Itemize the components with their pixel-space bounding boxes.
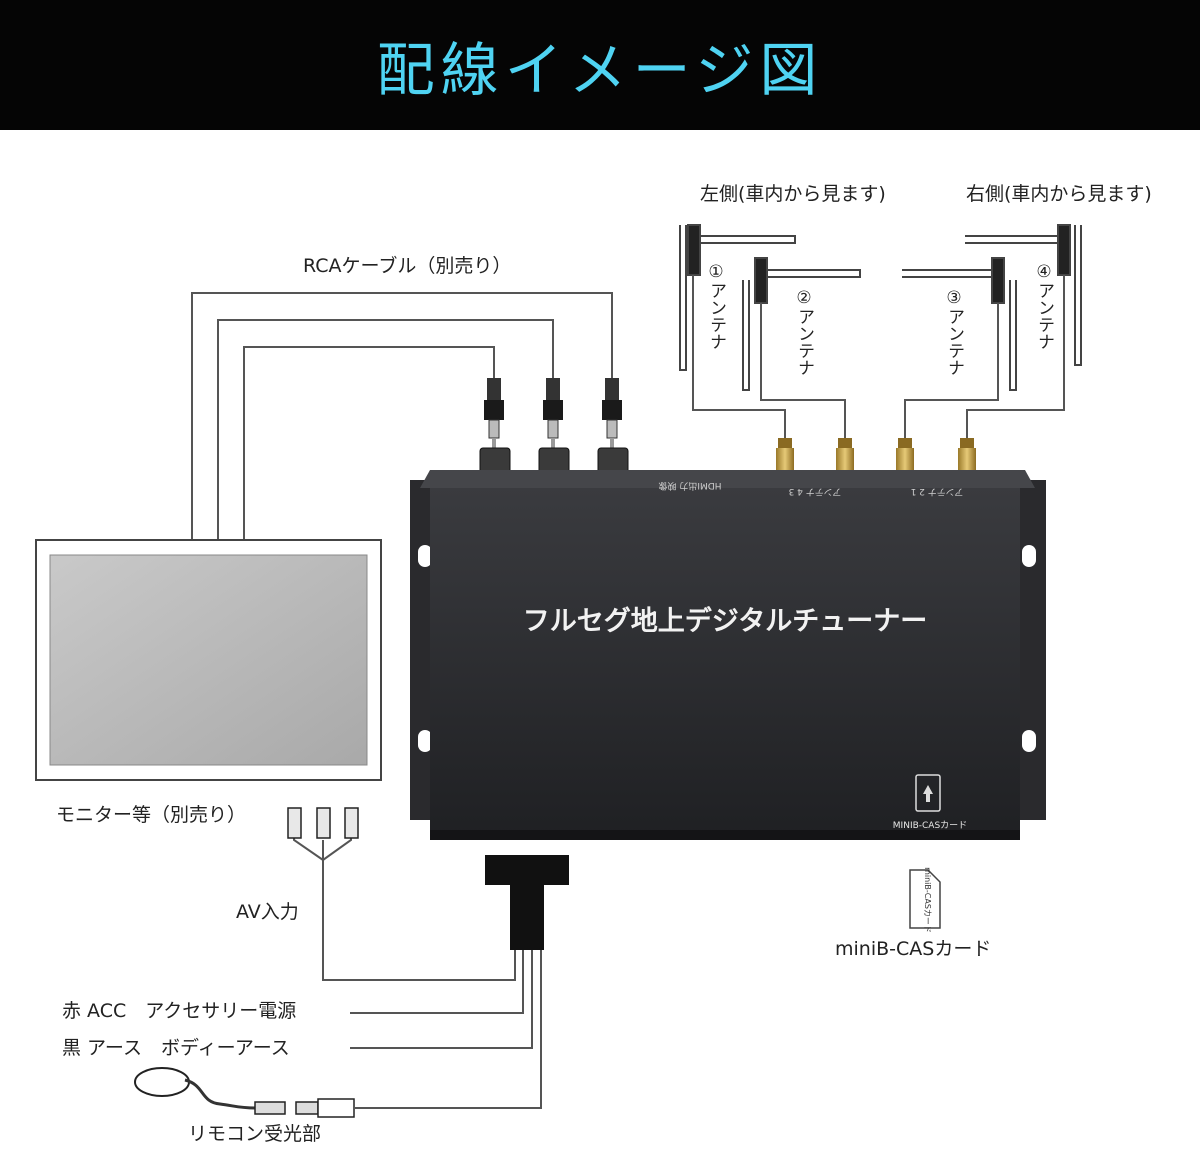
- device-slot-label: MINIB-CASカード: [893, 820, 967, 831]
- bcas-card: [909, 869, 941, 929]
- f-connector-icon: [896, 438, 914, 476]
- device-name: フルセグ地上デジタルチューナー: [523, 605, 927, 637]
- antenna-icon: [679, 224, 796, 371]
- ir-sensor-icon: [134, 1067, 355, 1118]
- card-label: miniB-CASカード: [835, 938, 991, 960]
- device-hdmi-label: HDMI出力 映像: [659, 480, 722, 492]
- right-side-label: 右側(車内から見ます): [966, 183, 1152, 205]
- antenna-icon: [965, 224, 1082, 366]
- antenna-2-label: ②アンテナ: [794, 288, 814, 376]
- device-antenna-label-right: アンテナ 4 3: [789, 486, 842, 497]
- harness-wires: [322, 840, 542, 1109]
- av-input-plugs: [287, 807, 359, 862]
- antenna-icon: [902, 257, 1017, 391]
- card-slot-icon: [915, 774, 941, 812]
- av-input-label: AV入力: [236, 901, 299, 923]
- antenna-4-label: ④アンテナ: [1034, 262, 1054, 350]
- card-print: miniB-CASカード: [923, 867, 932, 933]
- antenna-cables: [692, 275, 1065, 440]
- antenna-1-label: ①アンテナ: [706, 262, 726, 350]
- tuner-device: [410, 470, 1046, 840]
- left-side-label: 左側(車内から見ます): [700, 183, 886, 205]
- remote-sensor-label: リモコン受光部: [188, 1123, 321, 1145]
- f-connector-icon: [836, 438, 854, 476]
- monitor-label: モニター等（別売り）: [56, 804, 246, 826]
- monitor: [35, 539, 382, 781]
- rca-plug-icon: [484, 378, 504, 448]
- rca-cable-label: RCAケーブル（別売り）: [303, 254, 511, 277]
- f-connector-icon: [776, 438, 794, 476]
- acc-wire-label: 赤 ACC アクセサリー電源: [62, 1000, 296, 1022]
- device-antenna-label-left: アンテナ 2 1: [911, 486, 964, 497]
- f-connector-icon: [958, 438, 976, 476]
- rca-plug-icon: [602, 378, 622, 448]
- ground-wire-label: 黒 アース ボディーアース: [62, 1037, 290, 1059]
- antenna-3-label: ③アンテナ: [944, 288, 964, 376]
- antenna-icon: [742, 257, 861, 391]
- page-title: 配線イメージ図: [376, 36, 824, 104]
- rca-jacks: [479, 447, 629, 477]
- header-bar: 配線イメージ図: [0, 0, 1200, 130]
- harness-connector: [485, 855, 569, 950]
- rca-plug-icon: [543, 378, 563, 448]
- rca-cable-wires: [191, 292, 613, 540]
